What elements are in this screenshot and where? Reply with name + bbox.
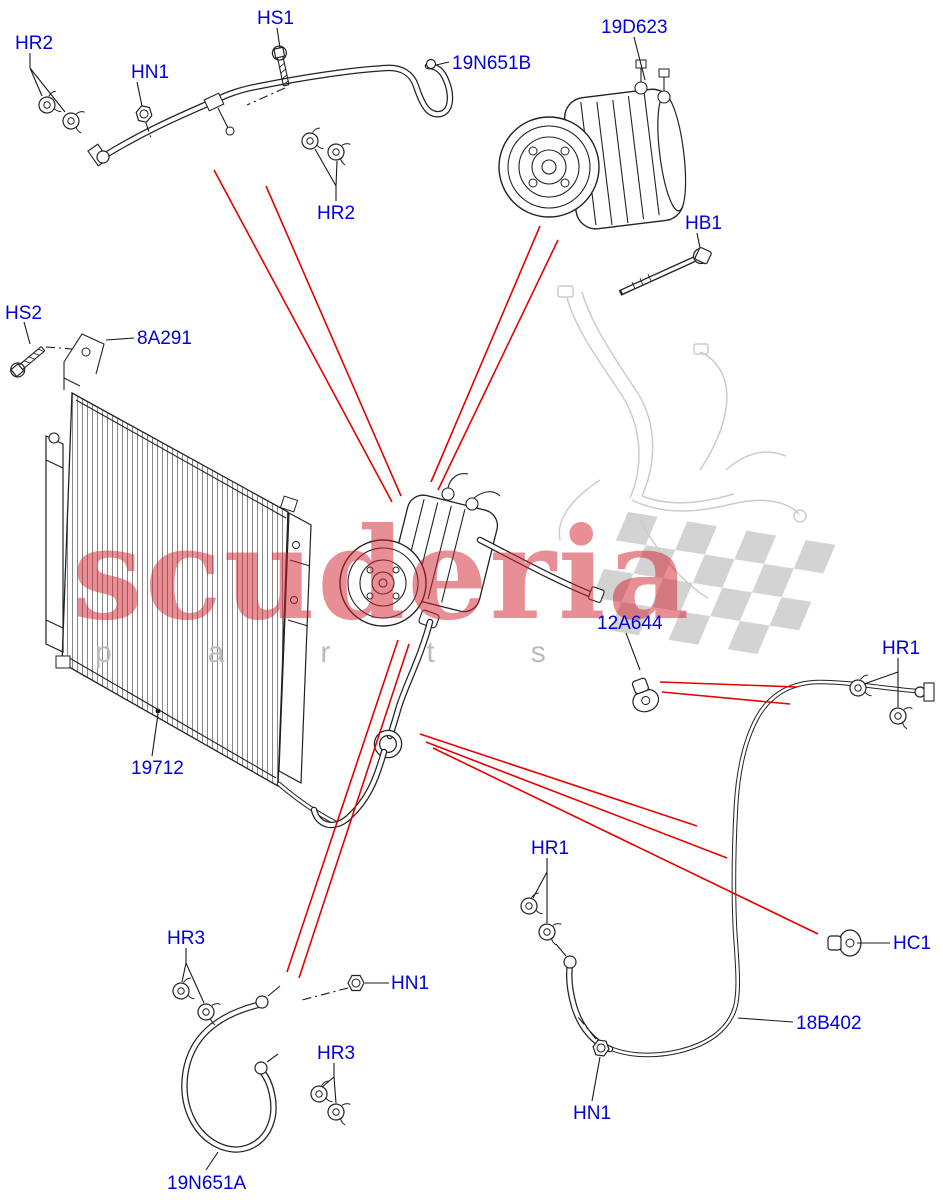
nut-hn1-mid-drawing	[347, 974, 365, 992]
checkered-flag-watermark	[591, 512, 836, 655]
compressor-label-19d623[interactable]: 19D623	[601, 17, 668, 38]
bolt-hb1-drawing	[618, 247, 712, 296]
clamp-label-hr1-mid[interactable]: HR1	[531, 838, 569, 859]
clamp-hr1-right-drawing	[847, 674, 914, 730]
clamp-hr3-lower-drawing	[308, 1080, 352, 1126]
part-labels: HR2 HS1 HN1 19N651B 19D623 HR2 HB1 HS2 8…	[5, 8, 931, 1194]
clamp-hr2-top-drawing	[35, 90, 86, 134]
valve-hc1-drawing	[827, 929, 862, 957]
valve-12a644-drawing	[625, 674, 663, 716]
valve-label-12a644[interactable]: 12A644	[597, 613, 663, 634]
bolt-hs2-drawing	[7, 342, 49, 381]
clamp-hr1-mid-drawing	[518, 892, 563, 946]
hose-19n651b-drawing	[87, 58, 450, 167]
watermark-brand: scuderia	[72, 500, 691, 648]
nut-label-hn1-mid[interactable]: HN1	[391, 973, 429, 994]
pipe-18b402-drawing	[555, 682, 935, 1055]
pipe-label-18b402[interactable]: 18B402	[796, 1013, 862, 1034]
watermark-subtitle: parts	[95, 636, 642, 669]
valve-label-hc1[interactable]: HC1	[893, 933, 931, 954]
condenser-drawing	[45, 391, 338, 824]
nut-hn1-top-drawing	[134, 104, 154, 124]
hose-19n651a-drawing	[184, 985, 281, 1149]
leader-lines	[23, 27, 899, 1171]
clamp-label-hr3-upper[interactable]: HR3	[167, 928, 205, 949]
hose-label-19n651a[interactable]: 19N651A	[167, 1173, 247, 1194]
clamp-label-hr2-mid[interactable]: HR2	[317, 203, 355, 224]
bolt-label-hb1[interactable]: HB1	[685, 213, 722, 234]
clamp-label-hr3-lower[interactable]: HR3	[317, 1043, 355, 1064]
hose-label-19n651b[interactable]: 19N651B	[452, 53, 531, 74]
compressor-19d623-drawing	[498, 59, 687, 230]
compressor-centre-drawing	[314, 473, 605, 825]
bracket-8a291-drawing	[63, 333, 105, 390]
condenser-label-19712[interactable]: 19712	[131, 758, 184, 779]
clamp-label-hr2-top[interactable]: HR2	[15, 33, 53, 54]
bolt-label-hs1[interactable]: HS1	[257, 8, 294, 29]
red-leader-lines	[213, 169, 819, 979]
nut-label-hn1-bottom[interactable]: HN1	[573, 1103, 611, 1124]
ghost-hose-assembly-drawing	[557, 285, 807, 599]
clamp-label-hr1-right[interactable]: HR1	[882, 638, 920, 659]
clamp-hr2-mid-drawing	[299, 127, 352, 166]
bracket-label-8a291[interactable]: 8A291	[137, 328, 192, 349]
nut-label-hn1-top[interactable]: HN1	[131, 62, 169, 83]
bolt-label-hs2[interactable]: HS2	[5, 303, 42, 324]
